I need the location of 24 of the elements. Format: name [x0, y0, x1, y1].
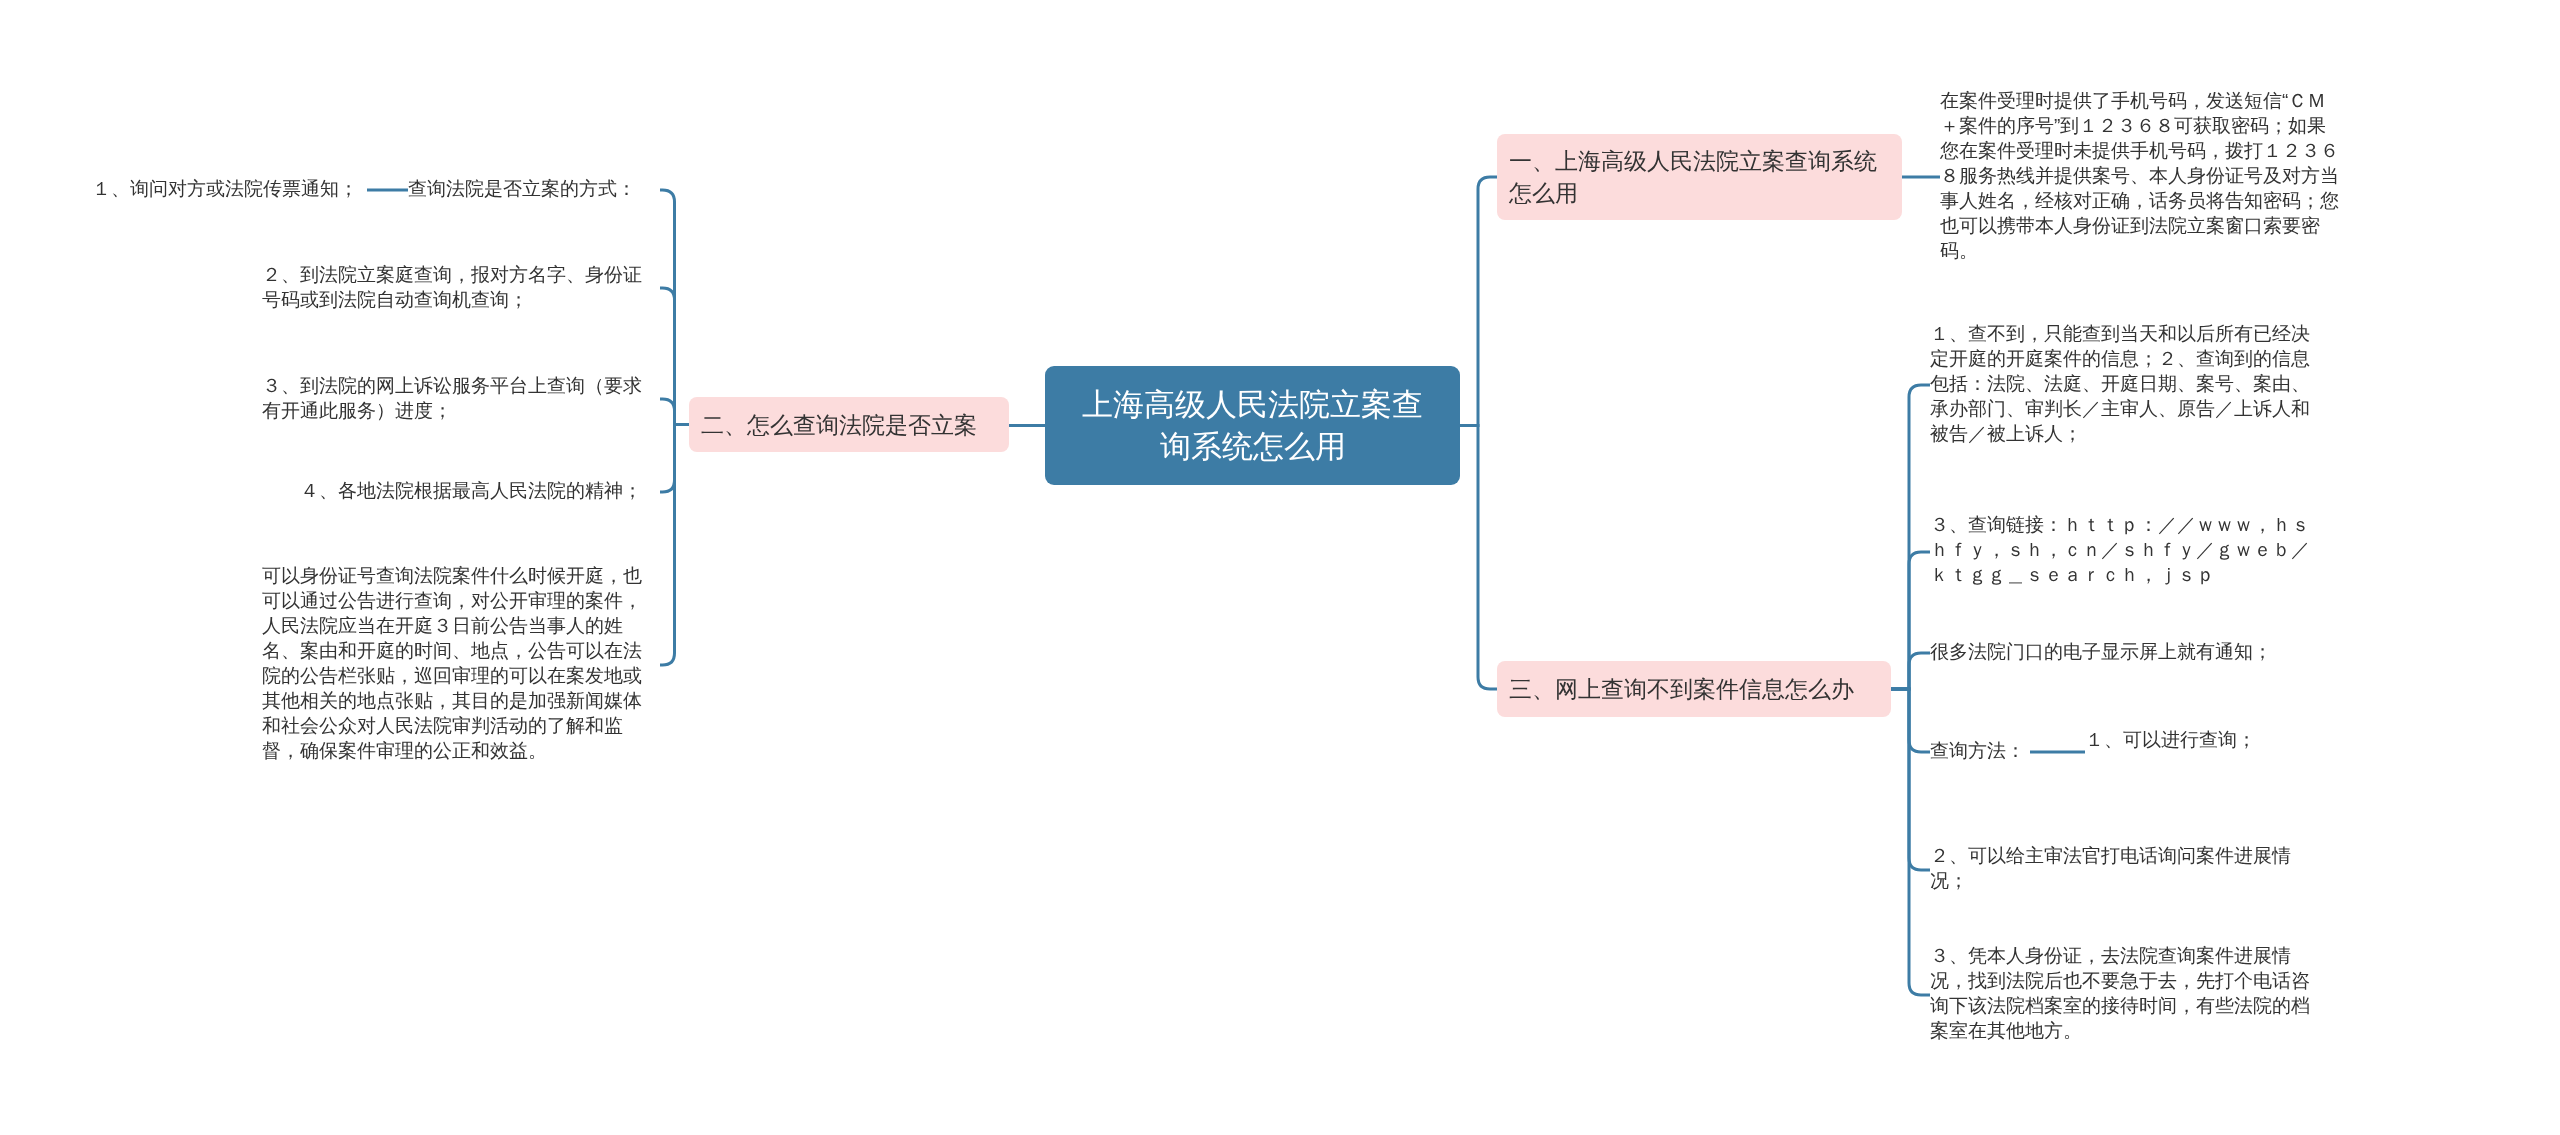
central-topic-box: 上海高级人民法院立案查询系统怎么用 — [1045, 366, 1460, 485]
note-text: 很多法院门口的电子显示屏上就有通知； — [1930, 639, 2325, 667]
note-text: ２、可以给主审法官打电话询问案件进展情况； — [1930, 843, 2325, 897]
note-text: ３、查询链接：ｈｔｔｐ：／／ｗｗｗ，ｈｓｈｆｙ，ｓｈ，ｃｎ／ｓｈｆｙ／ｇｗｅｂ／ｋｔｇｇ＿ｓｅａｒｃｈ，ｊｓｐ — [1930, 512, 2325, 592]
note-text: １、查不到，只能查到当天和以后所有已经决定开庭的开庭案件的信息；２、查询到的信息包括：法院、法庭、开庭日期、案号、案由、承办部门、审判长／主审人、原告／上诉人和被告／被上诉人； — [1930, 321, 2325, 449]
note-text: 查询法院是否立案的方式： — [408, 176, 660, 204]
note-text: １、询问对方或法院传票通知； — [92, 176, 367, 204]
connector-line — [1460, 424, 1497, 691]
topic-box: 一、上海高级人民法院立案查询系统怎么用 — [1497, 134, 1902, 220]
note-text: ４、各地法院根据最高人民法院的精神； — [300, 478, 660, 506]
note-text: ２、到法院立案庭查询，报对方名字、身份证号码或到法院自动查询机查询； — [262, 262, 660, 314]
connector-line — [367, 188, 408, 192]
note-text: ３、到法院的网上诉讼服务平台上查询（要求有开通此服务）进度； — [262, 373, 660, 425]
note-text: ３、凭本人身份证，去法院查询案件进展情况，找到法院后也不要急于去，先打个电话咨询下该法院档案室的接待时间，有些法院的档案室在其他地方。 — [1930, 943, 2325, 1047]
topic-box: 二、怎么查询法院是否立案 — [689, 397, 1009, 452]
note-text: １、可以进行查询； — [2085, 727, 2485, 781]
connector-line — [1902, 175, 1940, 179]
topic-box: 三、网上查询不到案件信息怎么办 — [1497, 661, 1891, 717]
note-text: 查询方法： — [1930, 738, 2030, 766]
connector-line — [1009, 424, 1045, 427]
connector-line — [2030, 750, 2085, 754]
connector-line — [660, 423, 689, 667]
note-text: 在案件受理时提供了手机号码，发送短信“ＣＭ＋案件的序号”到１２３６８可获取密码；如果您在案件受理时未提供手机号码，拨打１２３６８服务热线并提供案号、本人身份证号及对方当事人姓名，经核对正确，话务员将告知密码；您也可以携带本人身份证到法院立案窗口索要密码。 — [1940, 88, 2340, 264]
note-text: 可以身份证号查询法院案件什么时候开庭，也可以通过公告进行查询，对公开审理的案件，人民法院应当在开庭３日前公告当事人的姓名、案由和开庭的时间、地点，公告可以在法院的公告栏张贴，巡回审理的可以在案发地或其他相关的地点张贴，其目的是加强新闻媒体和社会公众对人民法院审判活动的了解和监督，确保案件审理的公正和效益。 — [262, 563, 660, 767]
